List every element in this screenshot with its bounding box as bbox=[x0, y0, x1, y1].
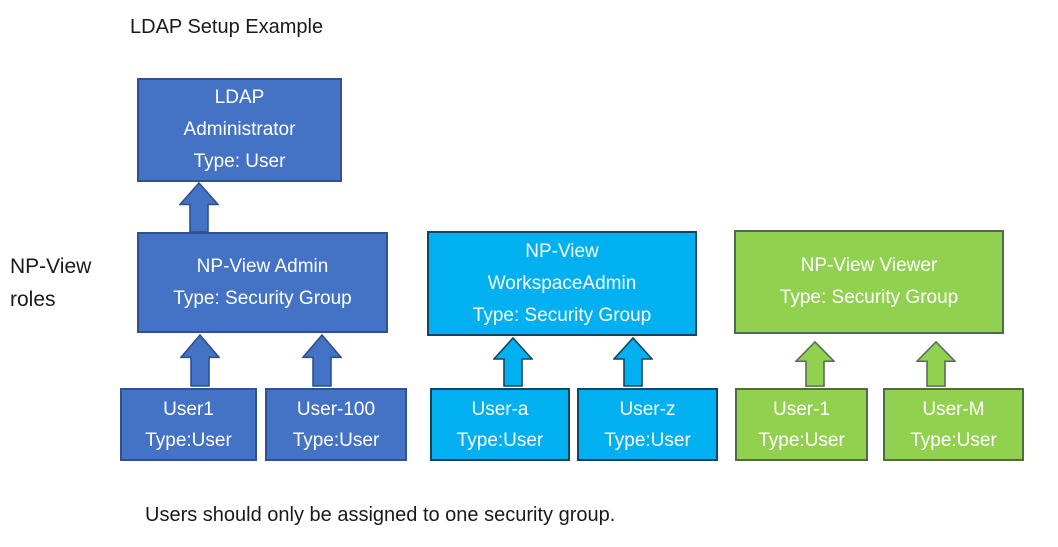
user-m-name: User-M bbox=[922, 398, 985, 420]
user-100-box: User-100 Type:User bbox=[265, 388, 407, 461]
user-a-name: User-a bbox=[471, 398, 529, 420]
user-m-type: Type:User bbox=[910, 429, 997, 451]
workspaceadmin-line1: NP-View bbox=[525, 240, 599, 262]
np-view-roles-label: NP-View roles bbox=[10, 250, 91, 316]
ldap-administrator-line3: Type: User bbox=[193, 151, 286, 172]
user-1-box: User-1 Type:User bbox=[735, 388, 868, 461]
up-arrow-icon bbox=[916, 341, 956, 387]
user-z-type: Type:User bbox=[604, 429, 691, 451]
user-z-box: User-z Type:User bbox=[577, 388, 718, 461]
np-view-roles-label-line2: roles bbox=[10, 288, 56, 311]
user-100-type: Type:User bbox=[292, 429, 380, 451]
viewer-line1: NP-View Viewer bbox=[800, 255, 938, 276]
user-a-type: Type:User bbox=[456, 429, 544, 451]
user-1-type: Type:User bbox=[758, 429, 845, 451]
diagram-title: LDAP Setup Example bbox=[130, 16, 324, 38]
npview-viewer-group-box: NP-View Viewer Type: Security Group bbox=[734, 230, 1004, 334]
ldap-administrator-line2: Administrator bbox=[183, 119, 296, 140]
workspaceadmin-line3: Type: Security Group bbox=[472, 304, 652, 326]
npview-admin-group-box: NP-View Admin Type: Security Group bbox=[137, 232, 388, 333]
user-m-box: User-M Type:User bbox=[883, 388, 1024, 461]
user-a-box: User-a Type:User bbox=[430, 388, 570, 461]
diagram-caption: Users should only be assigned to one sec… bbox=[145, 504, 616, 526]
viewer-line2: Type: Security Group bbox=[779, 287, 959, 308]
up-arrow-icon bbox=[179, 182, 219, 233]
up-arrow-icon bbox=[493, 337, 533, 387]
up-arrow-icon bbox=[302, 334, 342, 387]
user1-name: User1 bbox=[163, 398, 214, 420]
np-view-roles-label-line1: NP-View bbox=[10, 255, 92, 278]
up-arrow-icon bbox=[613, 337, 653, 387]
user-1-name: User-1 bbox=[772, 398, 830, 420]
npview-admin-line1: NP-View Admin bbox=[196, 255, 329, 277]
ldap-administrator-line1: LDAP bbox=[214, 87, 265, 108]
up-arrow-icon bbox=[795, 341, 835, 387]
user1-type: Type:User bbox=[145, 429, 232, 451]
npview-admin-line2: Type: Security Group bbox=[173, 287, 352, 309]
npview-workspaceadmin-group-box: NP-View WorkspaceAdmin Type: Security Gr… bbox=[427, 231, 697, 336]
user1-box: User1 Type:User bbox=[120, 388, 257, 461]
user-z-name: User-z bbox=[619, 398, 676, 420]
workspaceadmin-line2: WorkspaceAdmin bbox=[487, 272, 637, 294]
up-arrow-icon bbox=[180, 334, 220, 387]
user-100-name: User-100 bbox=[296, 398, 376, 420]
ldap-administrator-box: LDAP Administrator Type: User bbox=[137, 78, 342, 182]
